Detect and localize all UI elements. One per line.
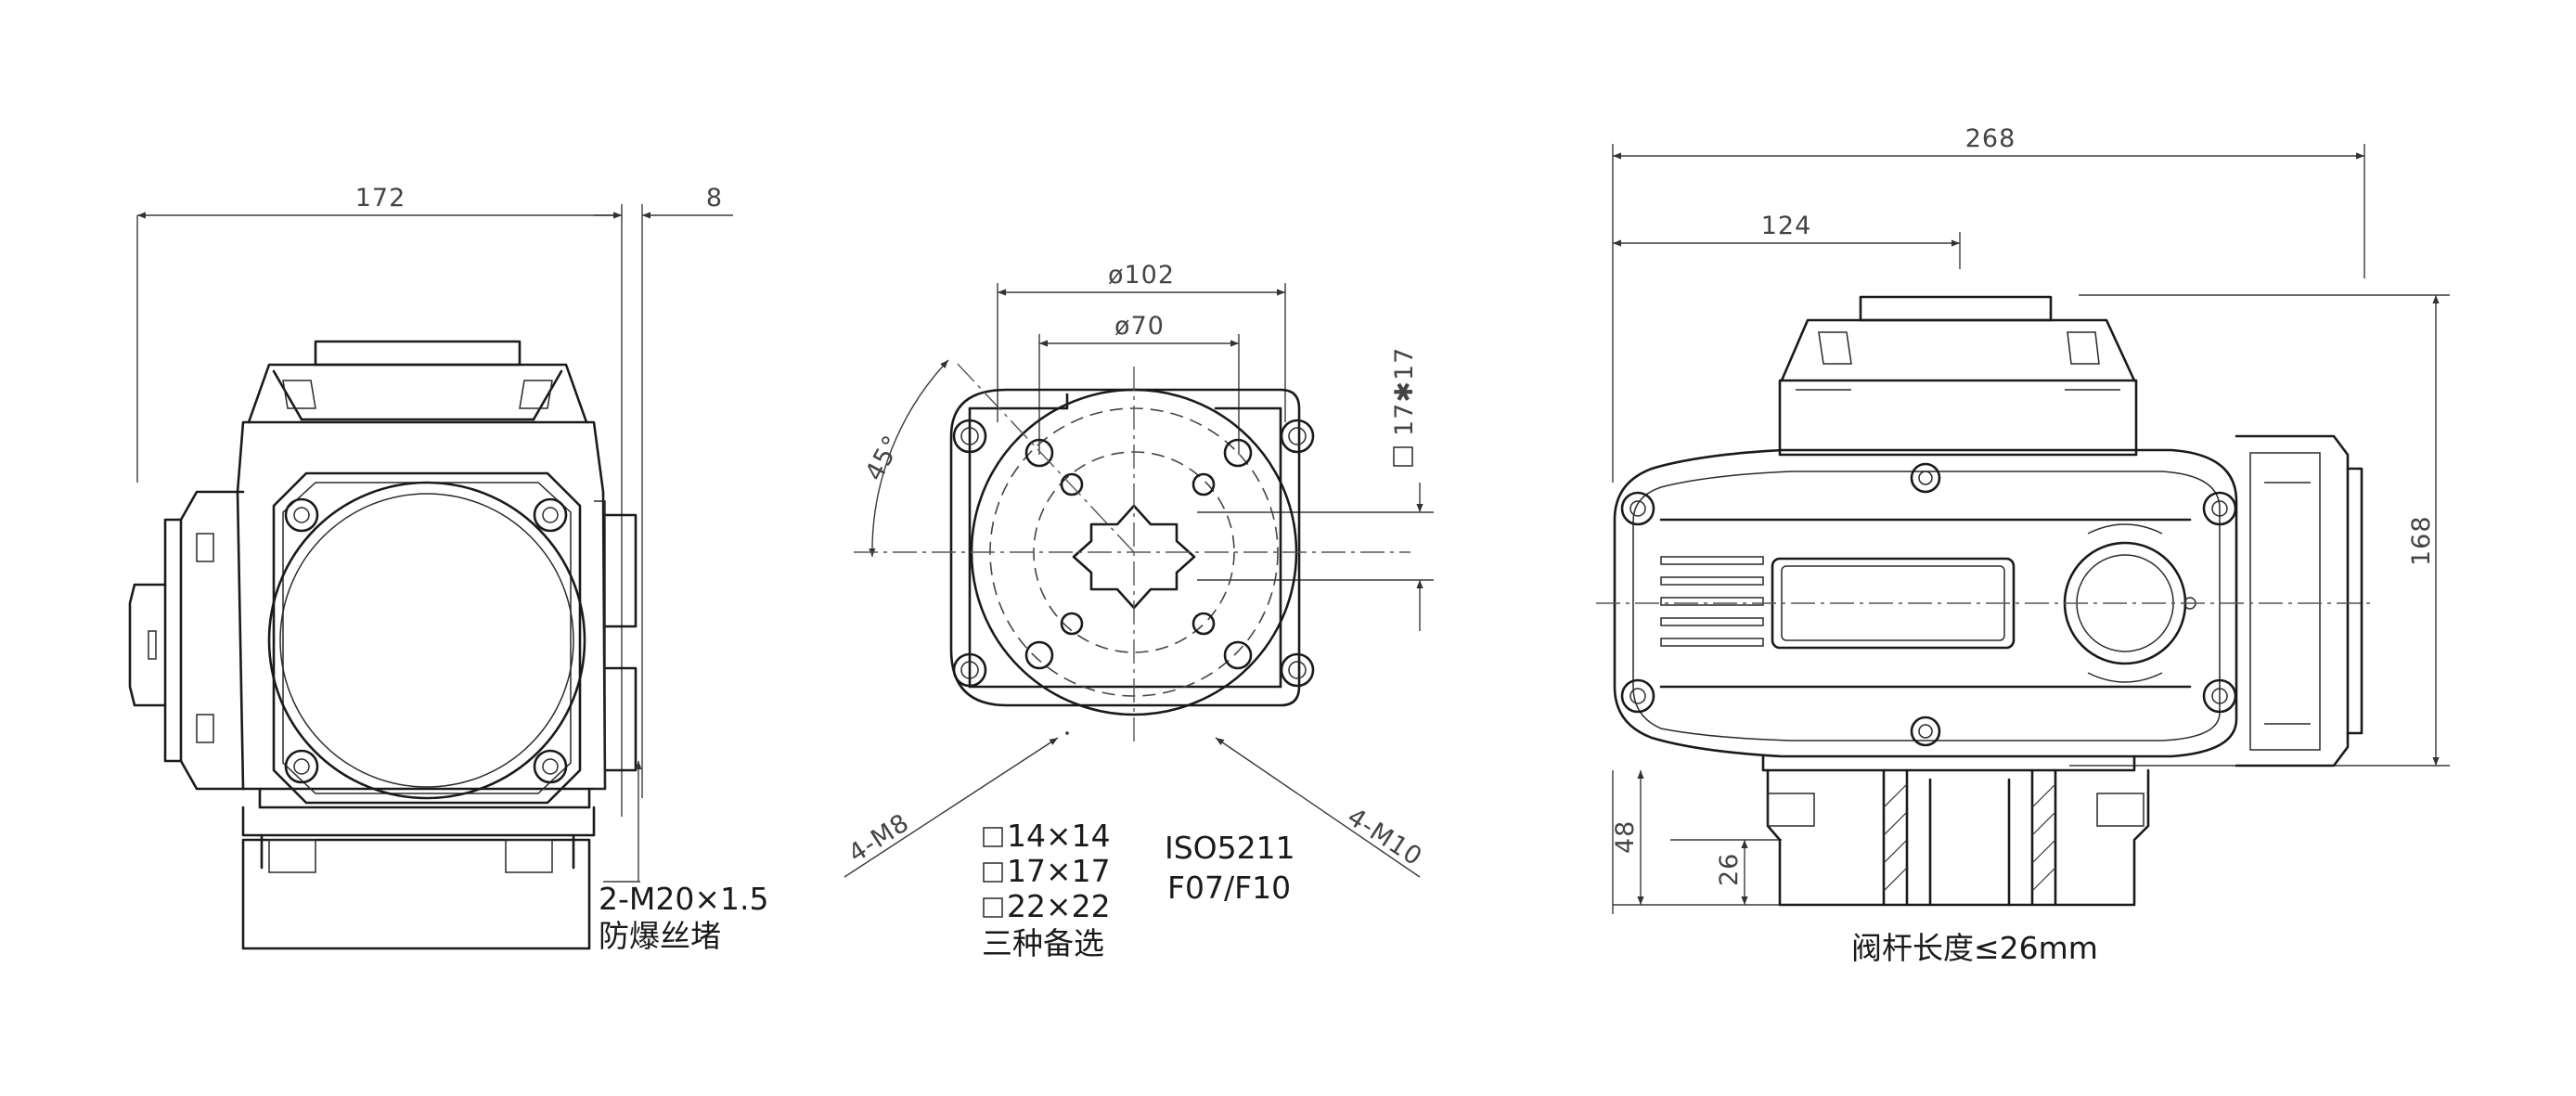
- dim-center-offset: 124: [1761, 212, 1812, 240]
- cover-bolt: [284, 497, 568, 784]
- square-options-list: 14×14 17×17 22×22 三种备选: [982, 818, 1111, 961]
- dim-square: 17✱17: [1390, 347, 1419, 436]
- dim-outer-circle: ø102: [1108, 261, 1175, 290]
- section-hatch: [1883, 783, 2056, 892]
- square-option: 22×22: [1007, 888, 1111, 924]
- plug-note-line1: 2-M20×1.5: [599, 881, 769, 917]
- square-symbol: [1393, 446, 1413, 467]
- dim-total-length: 268: [1965, 124, 2016, 153]
- square-option: 17×17: [1007, 853, 1111, 889]
- vent-slots: [1660, 556, 1764, 647]
- dim-base-height: 48: [1611, 820, 1640, 854]
- plug-note-line2: 防爆丝堵: [599, 918, 721, 954]
- bolt-label-left: 4-M8: [844, 808, 915, 869]
- stem-note: 阀杆长度≤26mm: [1851, 930, 2098, 966]
- dim-inner-circle: ø70: [1114, 312, 1165, 341]
- dim-width-172: 172: [355, 184, 406, 213]
- standard-line1: ISO5211: [1165, 830, 1295, 866]
- standard-line2: F07/F10: [1167, 870, 1291, 906]
- dim-height: 168: [2407, 515, 2436, 566]
- bolt-label-right: 4-M10: [1342, 803, 1427, 872]
- side-view: [128, 204, 733, 950]
- front-view: [1596, 144, 2450, 914]
- dim-offset-8: 8: [706, 184, 723, 213]
- dim-stem-depth: 26: [1715, 853, 1744, 886]
- square-options-note: 三种备选: [982, 925, 1104, 961]
- dim-angle: 45°: [860, 431, 908, 485]
- square-option: 14×14: [1007, 818, 1111, 854]
- flange-view: [844, 283, 1434, 878]
